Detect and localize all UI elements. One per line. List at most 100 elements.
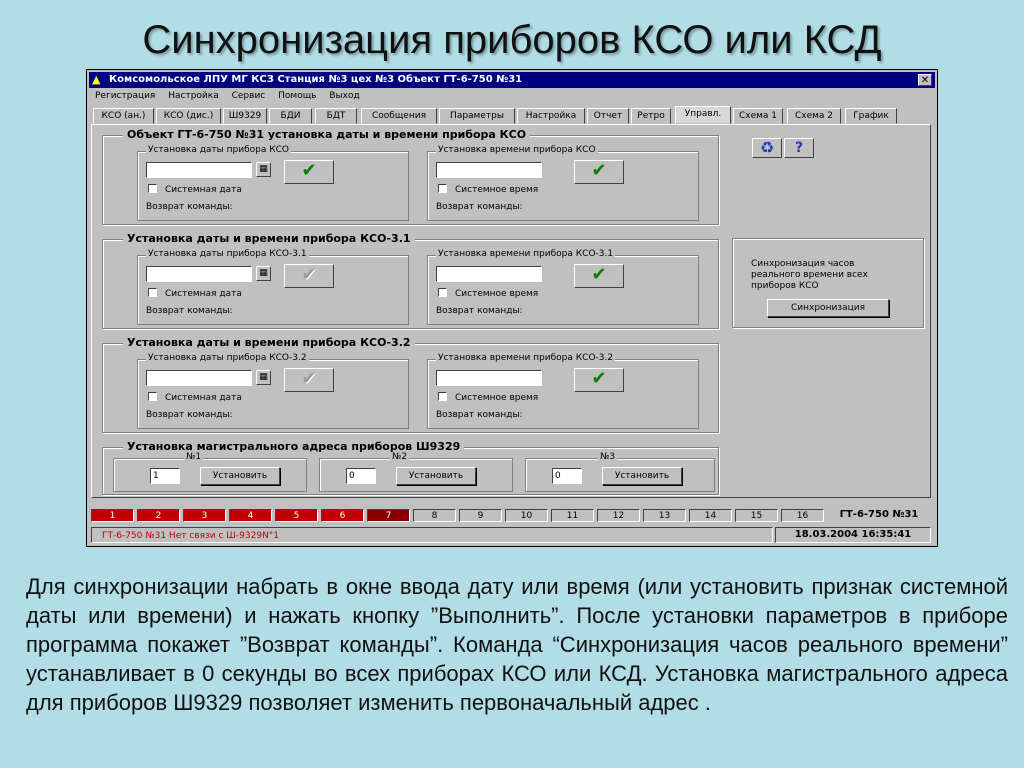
device-status-cell[interactable]: 12 [597,509,640,522]
time-box-kso-3-2: Установка времени прибора КСО-3.2 ✔ Сист… [427,353,699,429]
sync-button[interactable]: Синхронизация [767,299,889,317]
menu-help[interactable]: Помощь [278,91,317,101]
device-status-cell[interactable]: 10 [505,509,548,522]
address-label-1: №1 [184,452,204,462]
date-input-kso-3-2[interactable] [146,370,252,386]
checkbox-box[interactable] [148,288,157,297]
tab-parameters[interactable]: Параметры [439,108,515,124]
address-label-2: №2 [390,452,410,462]
close-icon[interactable]: ✕ [918,74,932,86]
checkbox-box[interactable] [148,184,157,193]
group-kso-3-1-title: Установка даты и времени прибора КСО-3.1 [123,232,415,245]
system-date-label: Системная дата [165,185,242,195]
control-page: Объект ГТ-6-750 №31 установка даты и вре… [91,124,931,498]
tab-report[interactable]: Отчет [587,108,629,124]
checkbox-box[interactable] [438,392,447,401]
device-status-cell[interactable]: 2 [137,509,180,522]
tab-scheme-2[interactable]: Схема 2 [787,108,841,124]
system-time-checkbox-kso-3-1[interactable]: Системное время [438,288,538,300]
group-address-title: Установка магистрального адреса приборов… [123,440,465,453]
title-bar[interactable]: ▲ Комсомольское ЛПУ МГ КСЗ Станция №3 це… [89,72,935,88]
execute-time-button-kso[interactable]: ✔ [574,160,624,184]
address-box-1: №1 1 Установить [113,452,307,492]
command-return-label: Возврат команды: [436,410,523,420]
device-status-cell[interactable]: 5 [275,509,318,522]
time-input-kso-3-2[interactable] [436,370,542,386]
system-date-checkbox-kso-3-1[interactable]: Системная дата [148,288,242,300]
device-status-cell[interactable]: 3 [183,509,226,522]
date-input-kso[interactable] [146,162,252,178]
device-status-cell[interactable]: 11 [551,509,594,522]
sync-panel: Синхронизация часов реального времени вс… [732,238,924,328]
date-input-kso-3-1[interactable] [146,266,252,282]
device-status-cell[interactable]: 14 [689,509,732,522]
group-kso-3-1: Установка даты и времени прибора КСО-3.1… [102,232,719,329]
current-device-label: ГТ-6-750 №31 [839,509,919,520]
system-date-label: Системная дата [165,289,242,299]
time-input-kso[interactable] [436,162,542,178]
command-return-label: Возврат команды: [436,202,523,212]
device-status-cell[interactable]: 7 [367,509,410,522]
menu-registration[interactable]: Регистрация [95,91,156,101]
execute-date-button-kso-3-1[interactable]: ✔ [284,264,334,288]
menu-settings[interactable]: Настройка [168,91,219,101]
group-kso-3-2-title: Установка даты и времени прибора КСО-3.2 [123,336,415,349]
system-time-checkbox-kso[interactable]: Системное время [438,184,538,196]
group-kso-title: Объект ГТ-6-750 №31 установка даты и вре… [123,128,531,141]
tab-bdi[interactable]: БДИ [269,108,312,124]
address-input-1[interactable]: 1 [150,468,180,484]
checkbox-box[interactable] [438,184,447,193]
device-status-cell[interactable]: 16 [781,509,824,522]
tab-bdt[interactable]: БДТ [315,108,357,124]
date-box-kso-3-2: Установка даты прибора КСО-3.2 ▦ ✔ Систе… [137,353,409,429]
system-time-checkbox-kso-3-2[interactable]: Системное время [438,392,538,404]
group-kso: Объект ГТ-6-750 №31 установка даты и вре… [102,128,719,225]
address-box-2: №2 0 Установить [319,452,513,492]
device-status-cell[interactable]: 9 [459,509,502,522]
tab-setup[interactable]: Настройка [517,108,585,124]
calendar-icon[interactable]: ▦ [256,162,271,177]
device-status-cell[interactable]: 13 [643,509,686,522]
tab-sh9329[interactable]: Ш9329 [223,108,267,124]
address-label-3: №3 [598,452,618,462]
set-address-button-3[interactable]: Установить [602,467,682,485]
execute-date-button-kso[interactable]: ✔ [284,160,334,184]
help-icon[interactable]: ? [784,138,814,158]
app-icon: ▲ [92,73,101,86]
tab-scheme-1[interactable]: Схема 1 [733,108,783,124]
set-address-button-2[interactable]: Установить [396,467,476,485]
refresh-icon[interactable]: ♻ [752,138,782,158]
tab-messages[interactable]: Сообщения [361,108,437,124]
execute-time-button-kso-3-2[interactable]: ✔ [574,368,624,392]
time-input-kso-3-1[interactable] [436,266,542,282]
set-address-button-1[interactable]: Установить [200,467,280,485]
device-status-cell[interactable]: 15 [735,509,778,522]
calendar-icon[interactable]: ▦ [256,266,271,281]
app-window: ▲ Комсомольское ЛПУ МГ КСЗ Станция №3 це… [86,69,938,547]
date-box-kso-3-1: Установка даты прибора КСО-3.1 ▦ ✔ Систе… [137,249,409,325]
group-kso-3-2: Установка даты и времени прибора КСО-3.2… [102,336,719,433]
execute-date-button-kso-3-2[interactable]: ✔ [284,368,334,392]
tab-kso-an[interactable]: КСО (ан.) [93,108,154,124]
device-status-cell[interactable]: 8 [413,509,456,522]
tab-graph[interactable]: График [845,108,897,124]
calendar-icon[interactable]: ▦ [256,370,271,385]
system-time-label: Системное время [455,393,539,403]
menu-exit[interactable]: Выход [329,91,360,101]
address-input-3[interactable]: 0 [552,468,582,484]
execute-time-button-kso-3-1[interactable]: ✔ [574,264,624,288]
system-date-checkbox-kso-3-2[interactable]: Системная дата [148,392,242,404]
checkbox-box[interactable] [438,288,447,297]
tab-control[interactable]: Управл. [675,106,731,124]
device-status-cell[interactable]: 4 [229,509,272,522]
device-status-cell[interactable]: 1 [91,509,134,522]
time-box-title: Установка времени прибора КСО-3.2 [436,353,616,363]
checkbox-box[interactable] [148,392,157,401]
tab-retro[interactable]: Ретро [631,108,671,124]
menu-service[interactable]: Сервис [231,91,266,101]
address-input-2[interactable]: 0 [346,468,376,484]
system-date-checkbox-kso[interactable]: Системная дата [148,184,242,196]
date-box-title: Установка даты прибора КСО [146,145,291,155]
tab-kso-dis[interactable]: КСО (дис.) [156,108,221,124]
device-status-cell[interactable]: 6 [321,509,364,522]
